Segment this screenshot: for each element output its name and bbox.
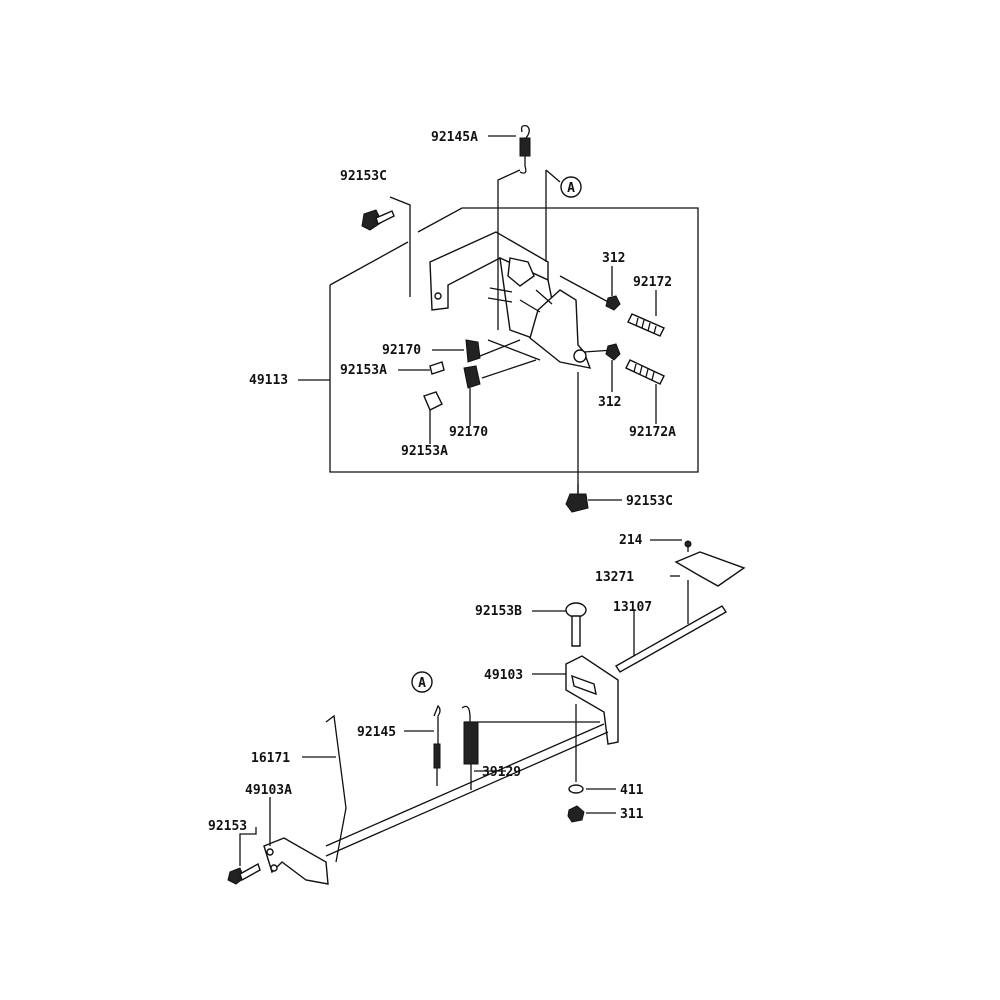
- callout-411: 411: [620, 783, 644, 798]
- nut-312-leader-top: [559, 275, 613, 305]
- carriage-bolt-92153b-shank: [571, 615, 581, 647]
- callout-92153c-bottom: 92153C: [626, 494, 673, 509]
- callout-312-top: 312: [602, 251, 625, 266]
- callout-49113: 49113: [249, 373, 288, 388]
- screw-92172a: [625, 359, 665, 385]
- lever-plate-49103a: [263, 837, 329, 885]
- bolt-c-leader: [389, 196, 411, 297]
- lever-plate-hole-1: [266, 848, 274, 856]
- spring-39129-hook: [461, 705, 471, 722]
- washer-411: [568, 784, 584, 794]
- clip-92170-top: [465, 339, 481, 363]
- callout-311: 311: [620, 807, 644, 822]
- spring-92145a: [519, 137, 531, 157]
- control-rod-upper: [325, 723, 605, 847]
- bracket-tab: [487, 287, 513, 303]
- callout-92145: 92145: [357, 725, 396, 740]
- assembly-group-outline: [329, 207, 699, 473]
- callout-92172a: 92172A: [629, 425, 676, 440]
- ref-marker-a-top: A: [560, 176, 582, 198]
- screw-92153a-bot: [423, 391, 443, 411]
- spring-leader: [497, 169, 521, 330]
- spring-39129: [463, 721, 479, 765]
- control-bracket-assembly: [329, 124, 699, 513]
- carriage-bolt-92153b-head: [565, 602, 587, 618]
- rod-16171: [325, 714, 347, 863]
- callout-49103a: 49103A: [245, 783, 292, 798]
- screw-92153a-mid: [429, 361, 445, 375]
- callout-49103: 49103: [484, 668, 523, 683]
- bracket-49103-slot: [571, 674, 597, 696]
- nut-311: [567, 805, 585, 823]
- spring-hook-bottom: [519, 156, 527, 174]
- bracket-slot: [434, 292, 442, 300]
- svg-text:A: A: [418, 676, 426, 691]
- ref-a-leader: [545, 169, 561, 262]
- nut-312-top: [605, 295, 621, 311]
- bracket-49103: [565, 655, 619, 745]
- screw-92172: [627, 313, 665, 337]
- callout-92153b: 92153B: [475, 604, 522, 619]
- plate-13271: [674, 551, 746, 587]
- svg-text:A: A: [567, 181, 575, 196]
- callout-92153: 92153: [208, 819, 247, 834]
- callout-92170-bottom: 92170: [449, 425, 488, 440]
- bracket-hole: [573, 349, 587, 363]
- control-rod-lower: [325, 731, 609, 857]
- bracket-clip: [507, 257, 535, 287]
- spring-hook-top: [520, 124, 530, 139]
- shaft-13107: [614, 605, 728, 673]
- callout-92145a: 92145A: [431, 130, 478, 145]
- spring-92145: [433, 743, 441, 769]
- callout-39129: 39129: [482, 765, 521, 780]
- clip-leaders: [479, 339, 541, 379]
- ref-marker-a-bottom: A: [411, 671, 433, 693]
- callout-312-bottom: 312: [598, 395, 621, 410]
- callout-92172: 92172: [633, 275, 672, 290]
- spring-92145-hook: [433, 704, 441, 744]
- callout-92153c-top: 92153C: [340, 169, 387, 184]
- callout-16171: 16171: [251, 751, 290, 766]
- nut-312-bottom: [605, 343, 621, 361]
- clip-92170-bottom: [463, 365, 481, 389]
- flange-bolt-92153c-bottom: [565, 484, 589, 513]
- lever-plate-hole-2: [270, 864, 278, 872]
- flange-bolt-92153c-top: [361, 209, 395, 231]
- callout-92170-top: 92170: [382, 343, 421, 358]
- flange-bolt-92153-shank: [239, 862, 261, 882]
- callout-92153a-mid: 92153A: [340, 363, 387, 378]
- flange-bolt-92153: [227, 867, 245, 885]
- callout-92153a-bottom: 92153A: [401, 444, 448, 459]
- lever-assembly: [227, 540, 746, 885]
- bracket-linkage: [519, 289, 553, 313]
- callout-13271: 13271: [595, 570, 634, 585]
- assembly-group-outline-left: [329, 241, 409, 286]
- callout-13107: 13107: [613, 600, 652, 615]
- callout-leaders: [239, 135, 682, 866]
- callout-214: 214: [619, 533, 643, 548]
